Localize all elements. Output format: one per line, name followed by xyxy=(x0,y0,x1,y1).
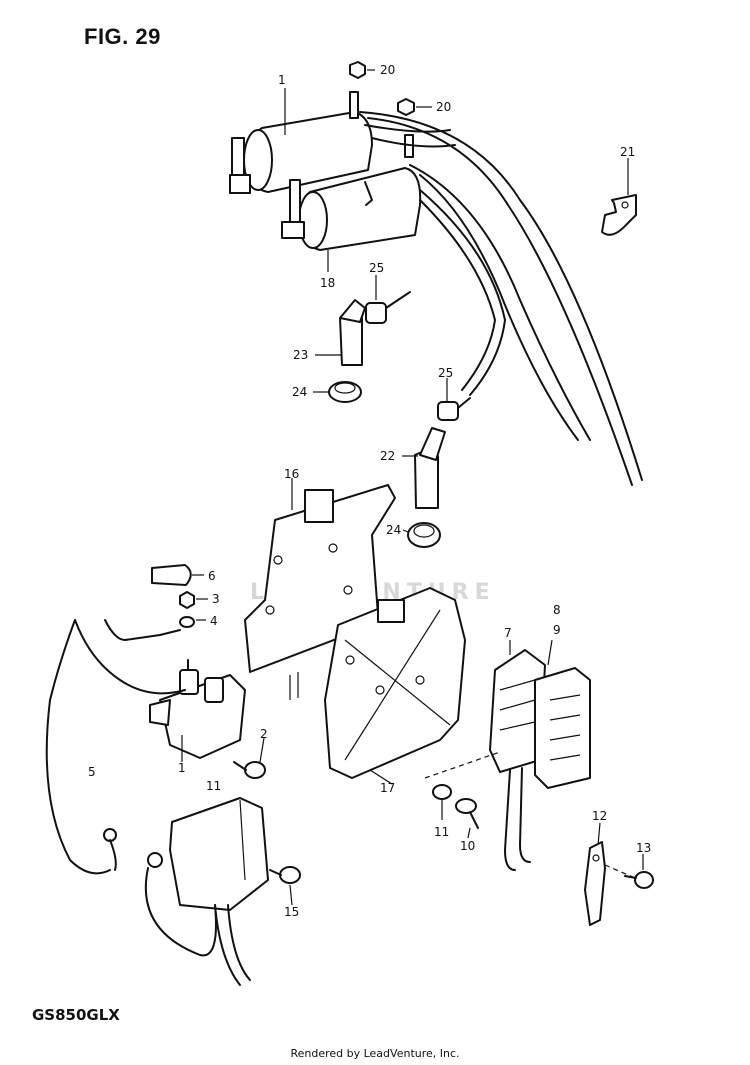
ignition-coil-19 xyxy=(229,91,414,194)
callout-1: 1 xyxy=(178,761,186,775)
starter-relay-1 xyxy=(149,659,246,759)
washer-4 xyxy=(179,616,195,628)
figure-title: FIG. 29 xyxy=(84,24,161,49)
callout-21: 21 xyxy=(620,145,635,159)
plug-cap-22 xyxy=(414,427,446,509)
ignition-coil-18 xyxy=(281,167,422,251)
seal-24-upper xyxy=(328,381,362,403)
callout-24-upper: 24 xyxy=(292,385,307,399)
cap-6 xyxy=(151,564,192,586)
clamp-21 xyxy=(601,194,637,236)
cable-5 xyxy=(45,619,186,875)
callout-25-upper: 25 xyxy=(369,261,384,275)
callout-12: 12 xyxy=(592,809,607,823)
washer-11 xyxy=(432,784,452,800)
callout-4: 4 xyxy=(210,614,218,628)
callout-3: 3 xyxy=(212,592,220,606)
callout-6: 6 xyxy=(208,569,216,583)
callout-labels: 1 20 20 21 18 25 23 24 25 22 24 16 17 6 … xyxy=(88,63,651,919)
screw-15 xyxy=(269,866,301,884)
grommet-25-upper xyxy=(365,291,411,324)
callout-5: 5 xyxy=(88,765,96,779)
bracket-plate-17 xyxy=(324,587,466,779)
assembly-line-clamp xyxy=(604,864,636,879)
callout-20-upper: 20 xyxy=(380,63,395,77)
callout-15: 15 xyxy=(284,905,299,919)
nut-3 xyxy=(179,591,195,609)
callout-10: 10 xyxy=(460,839,475,853)
callout-24-lower: 24 xyxy=(386,523,401,537)
callout-22: 22 xyxy=(380,449,395,463)
footer-credit: Rendered by LeadVenture, Inc. xyxy=(290,1047,460,1060)
high-tension-leads xyxy=(359,111,643,486)
callout-23: 23 xyxy=(293,348,308,362)
screw-13 xyxy=(624,871,654,889)
plug-cap-23 xyxy=(339,299,366,366)
fuse-box-7 xyxy=(489,649,546,871)
grommet-25-lower xyxy=(437,397,471,421)
callout-11: 11 xyxy=(434,825,449,839)
model-code: GS850GLX xyxy=(32,1006,120,1024)
callout-8: 8 xyxy=(553,603,561,617)
lead-wire xyxy=(104,619,181,641)
leader-lines xyxy=(181,69,644,906)
clamp-12 xyxy=(584,841,606,926)
nut-20-upper xyxy=(349,61,366,79)
callout-7: 7 xyxy=(504,626,512,640)
nut-20-lower xyxy=(397,98,415,116)
callout-25-lower: 25 xyxy=(438,366,453,380)
callout-9: 9 xyxy=(553,623,561,637)
fuse-cover-8 xyxy=(534,667,591,789)
callout-20-lower: 20 xyxy=(436,100,451,114)
callout-18: 18 xyxy=(320,276,335,290)
callout-17: 17 xyxy=(380,781,395,795)
callout-13: 13 xyxy=(636,841,651,855)
callout-19: 1 xyxy=(278,73,286,87)
assembly-line-fuse xyxy=(424,751,501,779)
callout-11-left: 11 xyxy=(206,779,221,793)
callout-2: 2 xyxy=(260,727,268,741)
regulator-rectifier xyxy=(144,797,269,986)
screw-2 xyxy=(233,761,266,779)
callout-16: 16 xyxy=(284,467,299,481)
seal-24-lower xyxy=(407,522,441,548)
bolt-10 xyxy=(455,798,479,829)
